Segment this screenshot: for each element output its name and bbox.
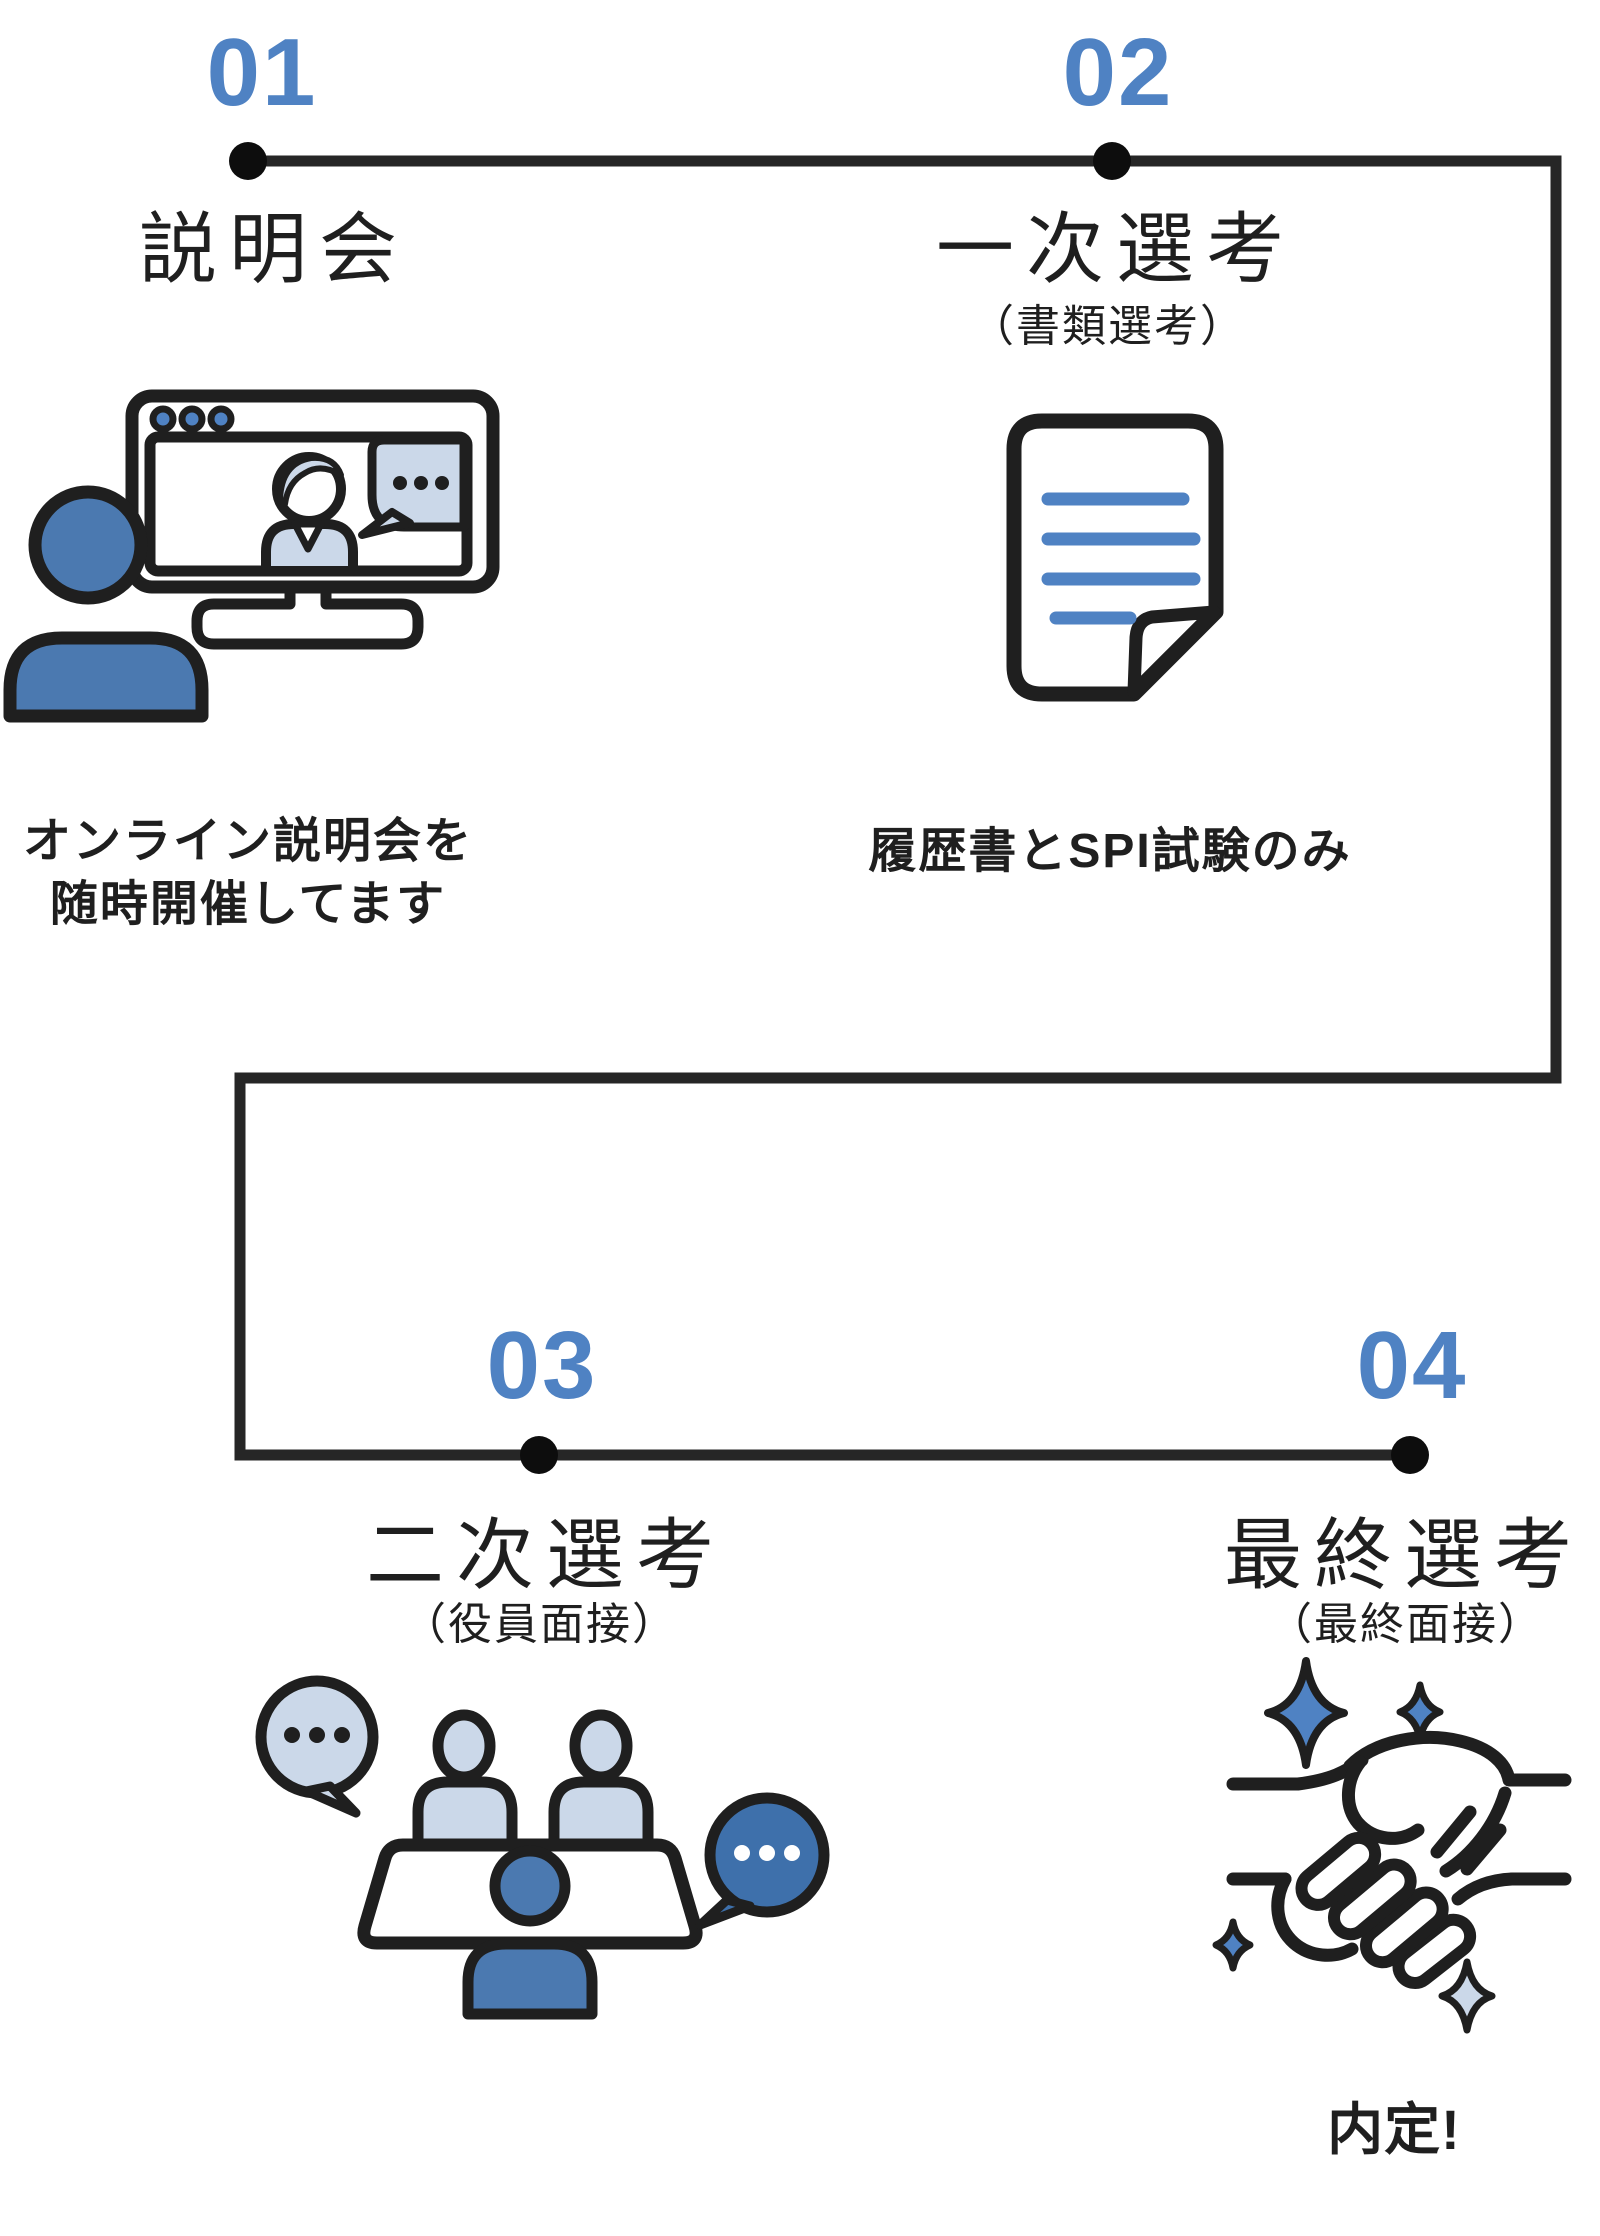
document-icon [1006, 413, 1224, 702]
browser-dot [149, 405, 177, 433]
step-01-number: 01 [206, 19, 318, 126]
step-02-subtitle: （書類選考） [970, 302, 1246, 351]
interviewer-head [432, 1709, 496, 1783]
interviewer-head [569, 1709, 633, 1783]
step-01-caption: オンライン説明会を 随時開催してます [23, 810, 473, 937]
bubble-dot [334, 1727, 350, 1743]
job-offer-label: 内定! [1327, 2098, 1461, 2161]
candidate-head [489, 1845, 571, 1927]
step-03-number: 03 [486, 1312, 598, 1419]
bubble-dot [734, 1845, 750, 1861]
viewer-body [3, 631, 209, 723]
timeline-connector [229, 142, 1562, 1474]
timeline-dot-02 [1093, 142, 1131, 180]
screen-speech-bubble-tail [358, 508, 414, 539]
bubble-dot [784, 1845, 800, 1861]
timeline-dot-03 [520, 1436, 558, 1474]
interviewer-body [548, 1776, 654, 1855]
browser-dot [207, 405, 235, 433]
candidate-body [462, 1938, 598, 2020]
step-04-number: 04 [1356, 1312, 1468, 1419]
step-01-title: 説明会 [138, 205, 410, 293]
step-03-title: 二次選考 [365, 1511, 727, 1599]
step-04-subtitle: （最終面接） [1268, 1600, 1544, 1649]
document-fold-corner [1127, 605, 1221, 699]
interviewer-bubble-tail [301, 1781, 361, 1818]
sparkle-icon [1396, 1681, 1444, 1743]
interview-panel-icon [255, 1675, 830, 2020]
step-03-subtitle: （役員面接） [402, 1600, 678, 1649]
browser-dot [178, 405, 206, 433]
online-seminar-icon [3, 389, 500, 723]
sparkle-icon [1212, 1918, 1254, 1972]
candidate-bubble-tail [695, 1895, 755, 1930]
interviewer-body [412, 1776, 518, 1855]
caption-line: 随時開催してます [49, 878, 447, 932]
handshake-icon [1212, 1657, 1572, 2034]
step-02-title: 一次選考 [935, 205, 1297, 293]
step-02-number: 02 [1062, 19, 1174, 126]
document-text-lines [1041, 492, 1201, 625]
sparkle-icon [1264, 1657, 1348, 1769]
monitor-stand [191, 574, 424, 650]
bubble-dot [435, 476, 449, 490]
viewer-head [28, 485, 148, 605]
sparkle-icon [1438, 1958, 1496, 2034]
presenter-hair [277, 454, 344, 507]
bubble-dot [393, 476, 407, 490]
bubble-dot [284, 1727, 300, 1743]
timeline-dot-01 [229, 142, 267, 180]
document-page [1006, 413, 1224, 702]
caption-line: オンライン説明会を [22, 815, 474, 868]
timeline-dot-04 [1391, 1436, 1429, 1474]
step-02-caption: 履歴書とSPI試験のみ [868, 825, 1352, 878]
bubble-dot [759, 1845, 775, 1861]
bubble-dot [414, 476, 428, 490]
handshake-fingers [1295, 1831, 1477, 1989]
step-04-title: 最終選考 [1223, 1511, 1585, 1599]
handshake-grip-lines [1430, 1805, 1507, 1876]
handshake-hands [1226, 1730, 1572, 1962]
bubble-dot [309, 1727, 325, 1743]
presenter-collar [291, 520, 325, 553]
